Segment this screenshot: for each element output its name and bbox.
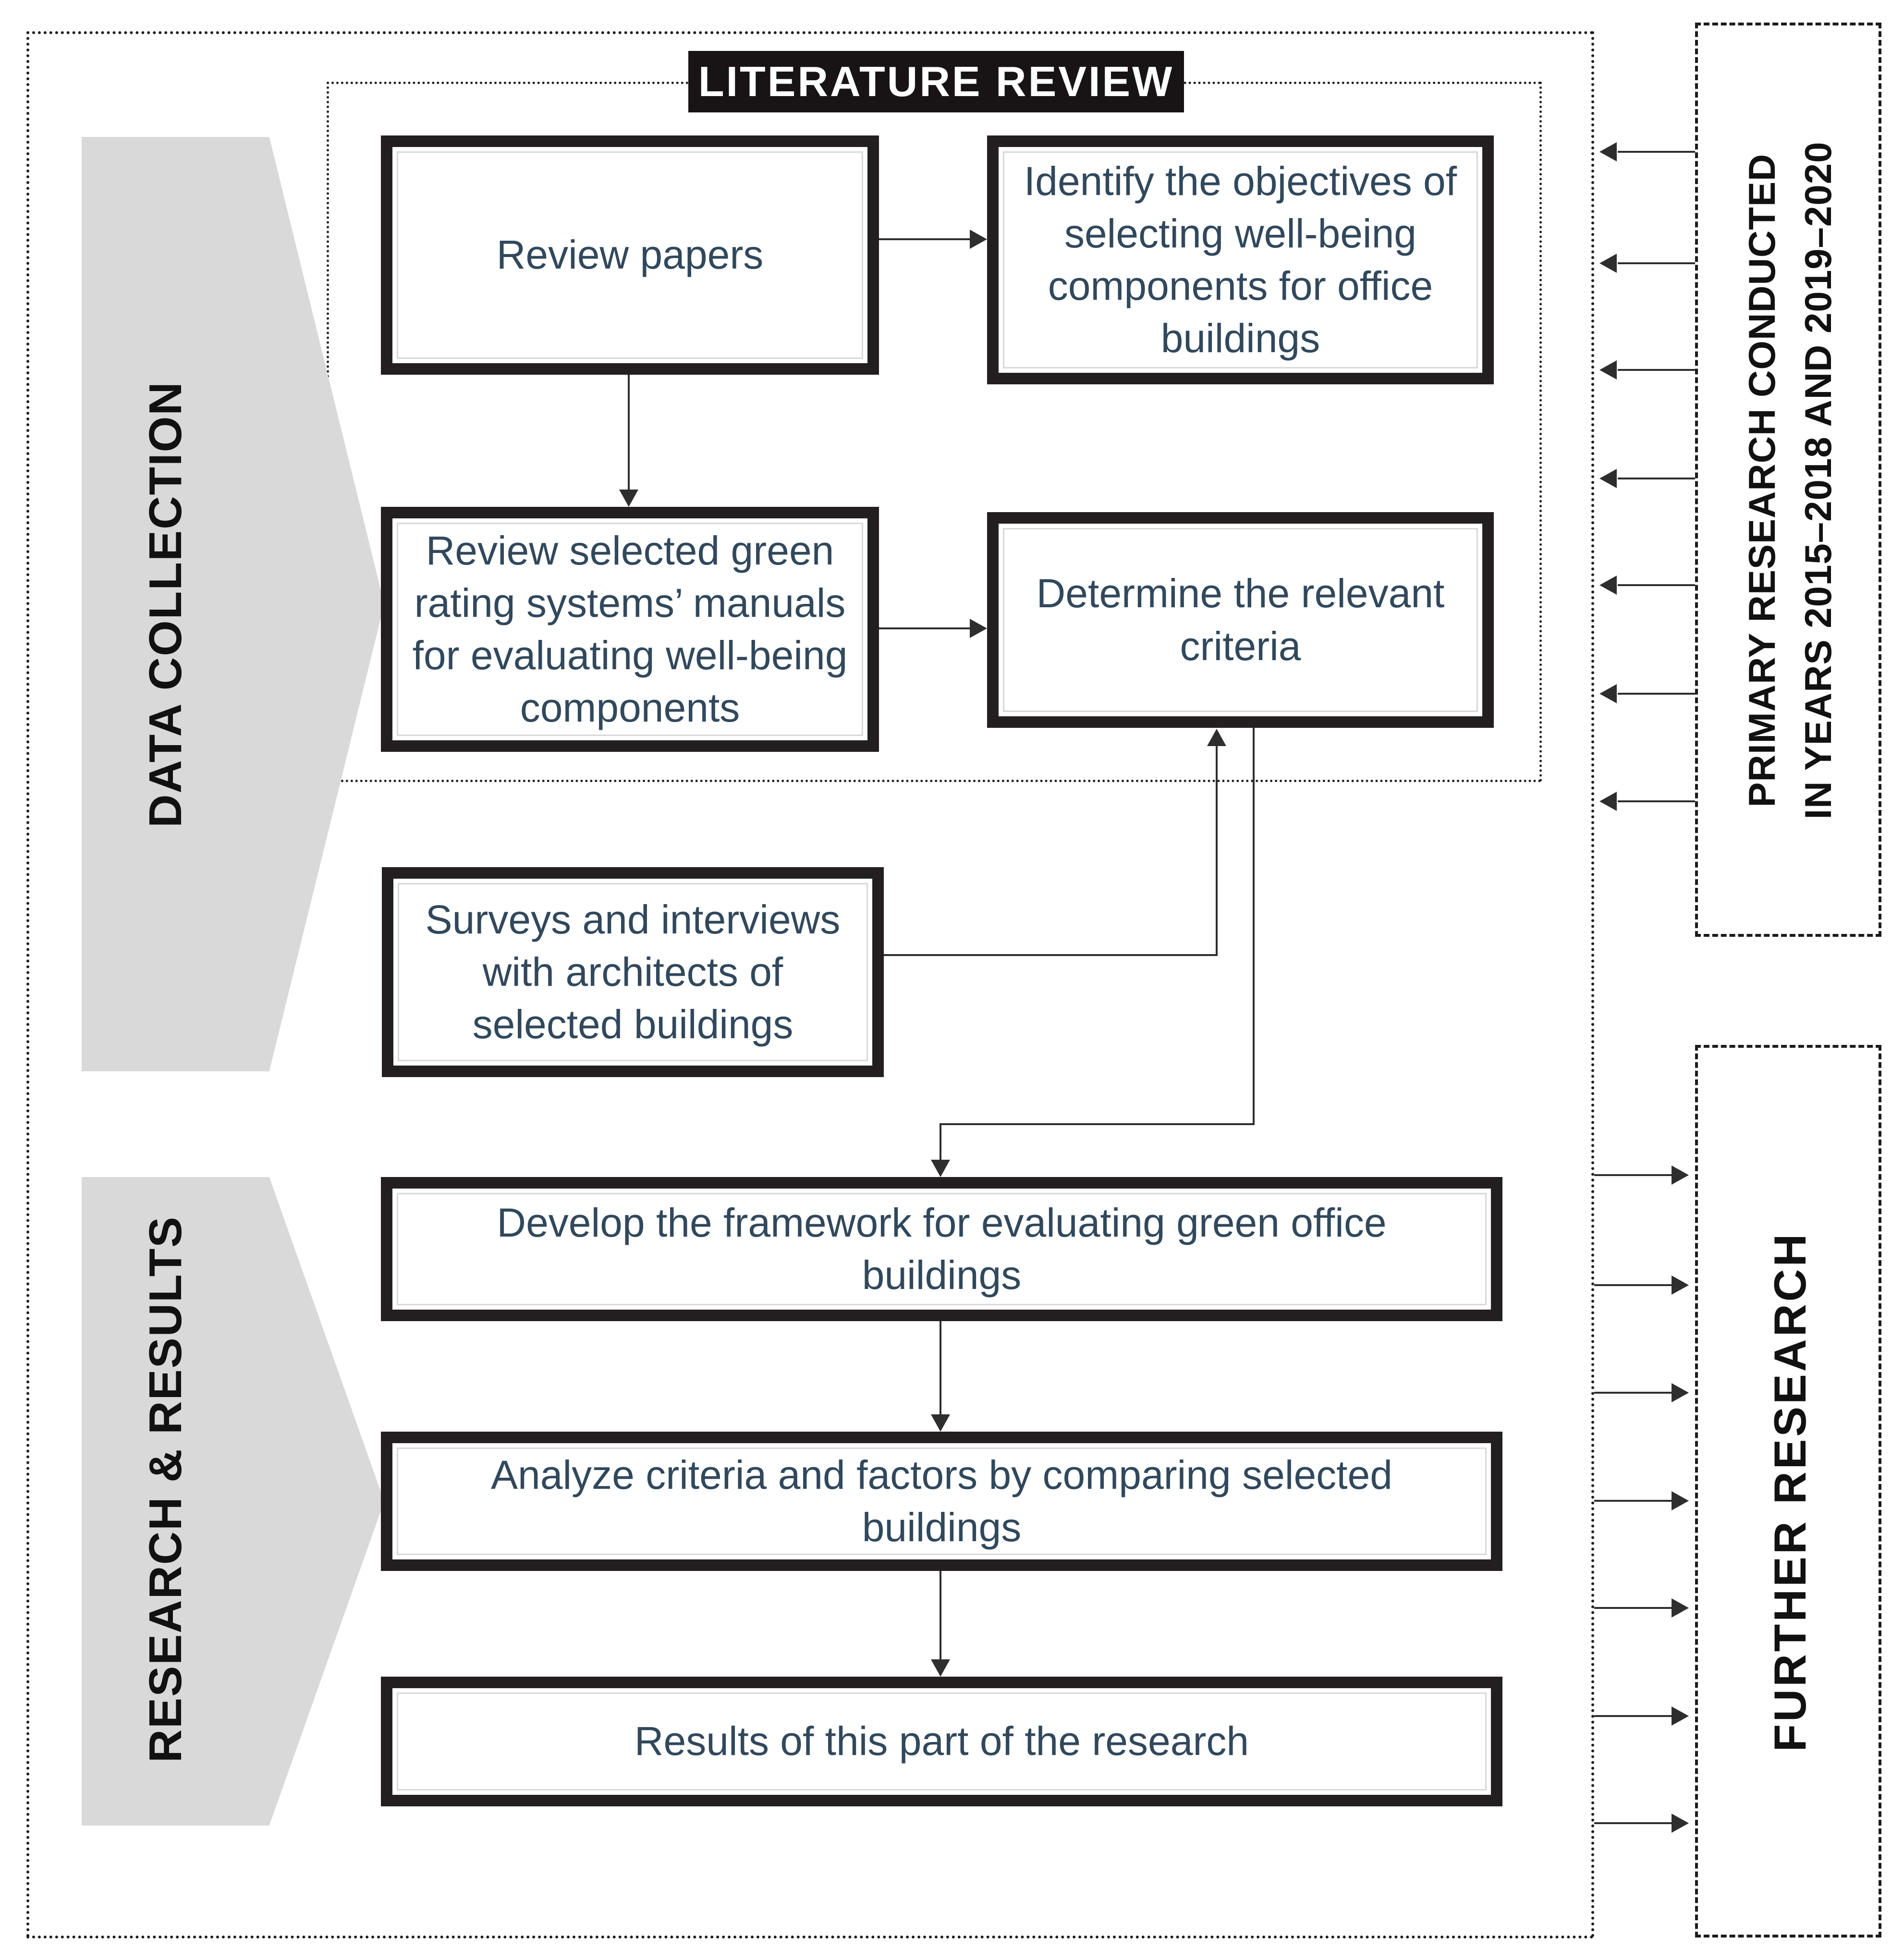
line-primary-in-2 — [1618, 262, 1695, 264]
line-surveys-vertical — [1216, 744, 1218, 956]
line-further-out-7 — [1594, 1822, 1672, 1824]
arrowhead-develop-to-analyze — [931, 1414, 950, 1432]
line-green-to-determine — [879, 627, 973, 629]
box-analyze-criteria: Analyze criteria and factors by comparin… — [381, 1432, 1502, 1571]
box-identify-objectives: Identify the objectives of selecting wel… — [987, 135, 1494, 384]
line-primary-in-1 — [1618, 151, 1695, 153]
data-collection-label: DATA COLLECTION — [140, 381, 191, 828]
box-review-papers: Review papers — [381, 135, 879, 375]
line-further-out-2 — [1594, 1284, 1672, 1286]
arrowhead-primary-in-2 — [1599, 254, 1617, 273]
further-research-dashed-frame — [1695, 1045, 1881, 1938]
arrowhead-further-out-6 — [1672, 1706, 1689, 1726]
arrowhead-further-out-5 — [1672, 1598, 1689, 1618]
outer-dotted-frame — [26, 31, 1594, 1938]
arrowhead-primary-in-7 — [1599, 792, 1617, 811]
line-determine-horizontal — [940, 1123, 1255, 1125]
line-primary-in-4 — [1618, 478, 1695, 479]
arrowhead-further-out-7 — [1672, 1814, 1689, 1833]
line-primary-in-5 — [1618, 584, 1695, 586]
primary-research-label: PRIMARY RESEARCH CONDUCTED IN YEARS 2015… — [1734, 142, 1846, 820]
line-primary-in-3 — [1618, 369, 1695, 371]
arrowhead-primary-in-6 — [1599, 684, 1617, 703]
arrowhead-further-out-3 — [1672, 1383, 1689, 1402]
line-primary-in-6 — [1618, 693, 1695, 695]
line-further-out-6 — [1594, 1715, 1672, 1717]
box-determine-criteria: Determine the relevant criteria — [987, 512, 1494, 728]
line-surveys-horizontal — [884, 954, 1218, 956]
further-research-label: FURTHER RESEARCH — [1765, 1231, 1815, 1752]
primary-research-label-line2: IN YEARS 2015–2018 AND 2019–2020 — [1797, 141, 1839, 820]
arrowhead-determine-to-develop — [931, 1160, 950, 1177]
line-determine-down — [1253, 728, 1255, 1125]
line-develop-to-analyze — [940, 1321, 941, 1415]
line-determine-to-develop — [940, 1123, 941, 1162]
line-further-out-5 — [1594, 1607, 1672, 1609]
arrowhead-green-to-determine — [970, 619, 987, 638]
primary-research-dashed-frame — [1695, 23, 1881, 937]
arrowhead-review-to-green — [619, 490, 638, 507]
research-results-label: RESEARCH & RESULTS — [140, 1215, 191, 1763]
arrowhead-further-out-4 — [1672, 1491, 1689, 1510]
line-primary-in-7 — [1618, 800, 1695, 802]
line-review-to-identify — [879, 238, 973, 240]
box-develop-framework: Develop the framework for evaluating gre… — [381, 1177, 1502, 1321]
arrowhead-primary-in-5 — [1599, 576, 1617, 595]
arrowhead-further-out-2 — [1672, 1275, 1689, 1295]
arrowhead-further-out-1 — [1672, 1165, 1689, 1185]
arrowhead-analyze-to-results — [931, 1659, 950, 1677]
primary-research-label-line1: PRIMARY RESEARCH CONDUCTED — [1741, 153, 1783, 808]
box-review-green-manuals: Review selected green rating systems’ ma… — [381, 507, 879, 752]
line-further-out-4 — [1594, 1500, 1672, 1502]
line-further-out-3 — [1594, 1392, 1672, 1394]
arrowhead-primary-in-4 — [1599, 469, 1617, 488]
line-analyze-to-results — [940, 1571, 941, 1660]
arrowhead-primary-in-1 — [1599, 142, 1617, 161]
box-results: Results of this part of the research — [381, 1677, 1502, 1806]
arrowhead-review-to-identify — [970, 230, 987, 249]
line-review-to-green — [628, 375, 630, 491]
diagram-title: LITERATURE REVIEW — [688, 51, 1184, 112]
box-surveys-interviews: Surveys and interviews with architects o… — [382, 867, 884, 1077]
arrowhead-primary-in-3 — [1599, 360, 1617, 380]
line-further-out-1 — [1594, 1174, 1672, 1176]
arrowhead-surveys-to-determine — [1207, 729, 1226, 746]
